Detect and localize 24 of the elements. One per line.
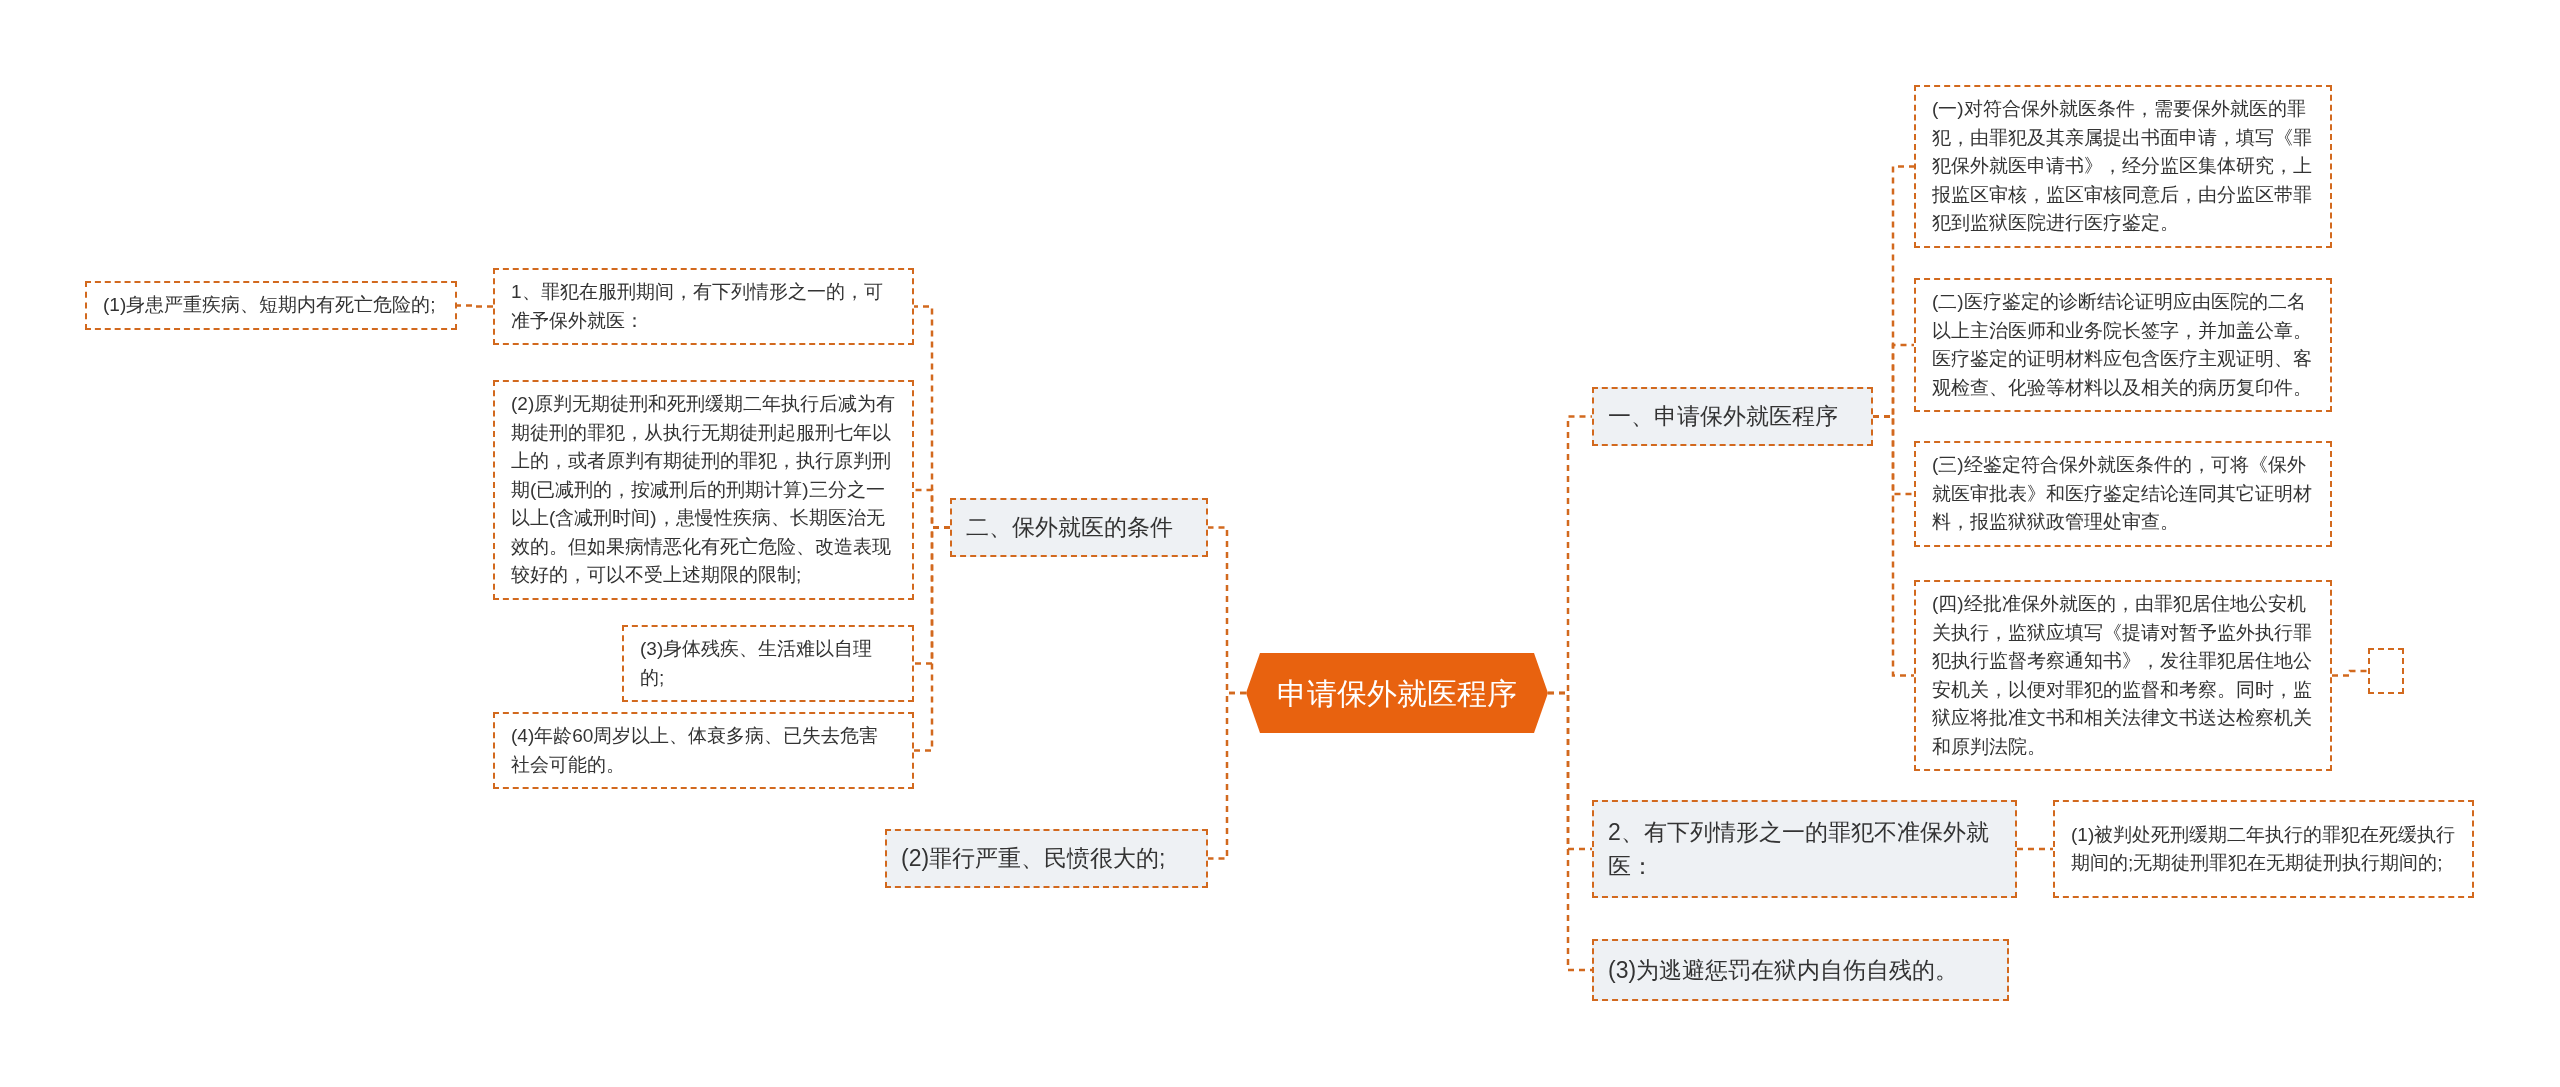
empty-box	[2368, 648, 2404, 694]
topic-box: (3)为逃避惩罚在狱内自伤自残的。	[1592, 939, 2009, 1001]
subtopic-box: (4)年龄60周岁以上、体衰多病、已失去危害社会可能的。	[493, 712, 914, 789]
connector-line	[914, 526, 950, 752]
subtopic-box: (2)原判无期徒刑和死刑缓期二年执行后减为有期徒刑的罪犯，从执行无期徒刑起服刑七年以上的，或者原判有期徒刑的罪犯，执行原判刑期(已减刑的，按减刑后的刑期计算)三分之一以上(含减刑时间)，患慢性疾病、长期医治无效的。但如果病情恶化有死亡危险、改造表现较好的，可以不受上述期限的限制;	[493, 380, 914, 600]
subtopic-box: 1、罪犯在服刑期间，有下列情形之一的，可准予保外就医：	[493, 268, 914, 345]
subtopic-box: (1)被判处死刑缓期二年执行的罪犯在死缓执行期间的;无期徒刑罪犯在无期徒刑执行期间的;	[2053, 800, 2474, 898]
topic-box: (2)罪行严重、民愤很大的;	[885, 829, 1208, 888]
subtopic-box: (二)医疗鉴定的诊断结论证明应由医院的二名以上主治医师和业务院长签字，并加盖公章。医疗鉴定的证明材料应包含医疗主观证明、客观检查、化验等材料以及相关的病历复印件。	[1914, 278, 2332, 412]
connector-line	[457, 304, 493, 308]
subtopic-box: (三)经鉴定符合保外就医条件的，可将《保外就医审批表》和医疗鉴定结论连同其它证明材料，报监狱狱政管理处审查。	[1914, 441, 2332, 547]
subtopic-box: (一)对符合保外就医条件，需要保外就医的罪犯，由罪犯及其亲属提出书面申请，填写《罪犯保外就医申请书》，经分监区集体研究，上报监区审核，监区审核同意后，由分监区带罪犯到监狱医院进行医疗鉴定。	[1914, 85, 2332, 248]
subtopic-box: (四)经批准保外就医的，由罪犯居住地公安机关执行，监狱应填写《提请对暂予监外执行罪犯执行监督考察通知书》，发往罪犯居住地公安机关，以便对罪犯的监督和考察。同时，监狱应将批准文书和相关法律文书送达检察机关和原判法院。	[1914, 580, 2332, 771]
central-topic: 申请保外就医程序	[1246, 653, 1548, 733]
connector-line	[2332, 669, 2368, 677]
subtopic-box: (1)身患严重疾病、短期内有死亡危险的;	[85, 281, 457, 330]
connector-line	[1208, 691, 1246, 860]
topic-box: 2、有下列情形之一的罪犯不准保外就医：	[1592, 800, 2017, 898]
connector-line	[2017, 847, 2053, 851]
topic-box: 二、保外就医的条件	[950, 498, 1208, 557]
topic-box: 一、申请保外就医程序	[1592, 387, 1873, 446]
subtopic-box: (3)身体残疾、生活难以自理的;	[622, 625, 914, 702]
connector-line	[1873, 415, 1914, 677]
connector-line	[1548, 691, 1592, 972]
